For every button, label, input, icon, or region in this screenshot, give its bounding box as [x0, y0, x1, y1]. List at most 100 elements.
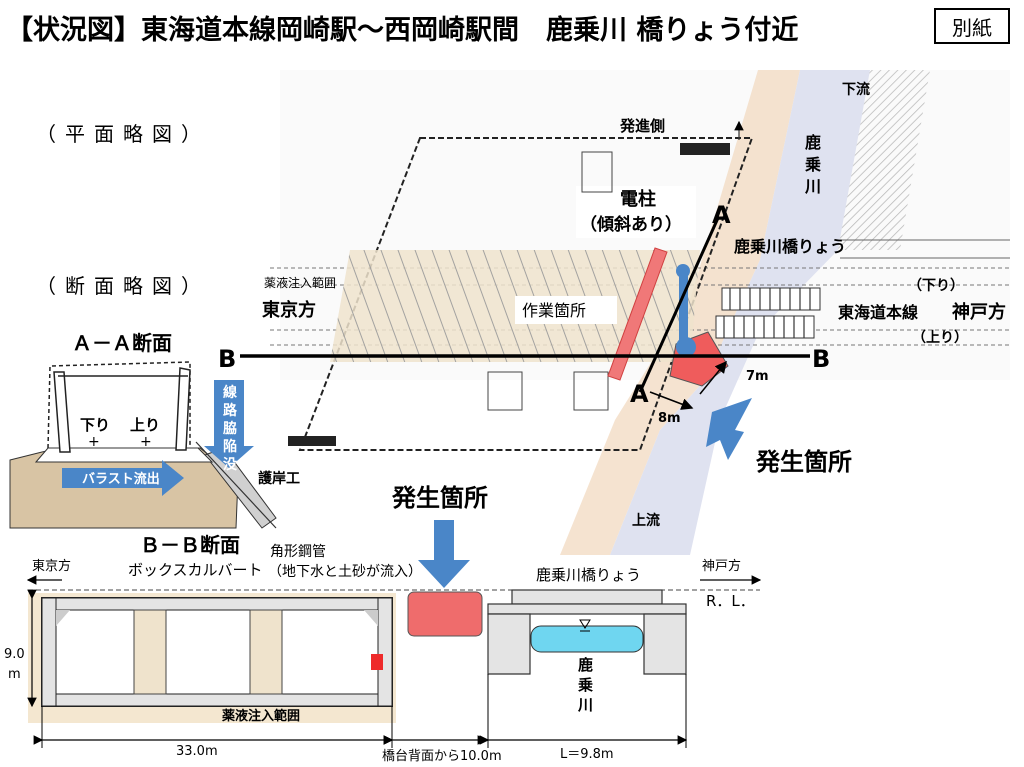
aa-wall-right	[175, 367, 191, 451]
steel-pipe-bottom	[676, 337, 696, 357]
box-culvert-wall-left	[41, 597, 57, 707]
bb-occurrence-label: 発生箇所	[391, 484, 488, 512]
bb-section	[26, 520, 762, 748]
river-char-1: 鹿	[805, 133, 821, 152]
pole-label-bg	[576, 186, 696, 238]
upstream-label: 上流	[632, 512, 660, 529]
ballast-label: バラスト流出	[82, 471, 160, 487]
subsidence-char-1: 線	[223, 384, 237, 401]
river-char-3: 川	[804, 177, 821, 196]
abutment-right	[643, 613, 687, 675]
distance-label: 橋台背面から10.0m	[382, 749, 502, 764]
equipment-frame-3	[573, 371, 609, 411]
subsidence-label: 線 路 脇 陥 没	[223, 384, 242, 473]
occurrence-arrow-plan	[706, 398, 752, 460]
bridge-girder-up	[715, 315, 815, 339]
equipment-block-left	[288, 436, 336, 446]
rl-label: R．L．	[706, 592, 755, 610]
height-unit: m	[8, 667, 21, 682]
section-a-label-top: A	[712, 201, 731, 229]
bridge-girder-ribs	[723, 288, 811, 338]
box-culvert-bottom-slab	[41, 693, 393, 707]
dim-8m-label: 8m	[658, 411, 681, 426]
equipment-block-top	[680, 143, 730, 155]
aa-up-label: 上り	[130, 416, 160, 434]
pole-label-2: （傾斜あり）	[580, 214, 682, 235]
revetment-label: 護岸工	[258, 470, 300, 487]
aa-wall-left	[53, 371, 71, 453]
work-area-label: 作業箇所	[522, 301, 586, 320]
dim-7m-label: 7m	[746, 369, 769, 384]
river-label-plan: 鹿 乗 川	[804, 133, 827, 196]
tilted-pole-marker	[607, 247, 668, 381]
haunch-1	[56, 610, 70, 626]
section-header: （断面略図）	[36, 274, 210, 298]
equipment-frame-2	[487, 371, 523, 411]
bb-river-char-3: 川	[577, 696, 593, 714]
steel-pipe-vertical	[679, 272, 688, 346]
section-b-label-left: B	[218, 345, 236, 373]
up-line-label: （上り）	[912, 330, 968, 346]
aa-slope-line	[195, 441, 277, 529]
pipe-label-2: （地下水と土砂が流入）	[268, 564, 422, 580]
box-culvert-pillar-2	[249, 609, 283, 695]
subsidence-char-5: 没	[223, 457, 238, 473]
river-bank-right	[838, 70, 930, 250]
haunch-2	[364, 610, 378, 626]
section-a-line	[638, 217, 720, 393]
section-b-label-right: B	[812, 345, 830, 373]
bb-steel-pipe-marker	[371, 654, 383, 670]
attachment-badge: 別紙	[934, 8, 1010, 44]
bb-kobe-label: 神戸方	[702, 558, 741, 574]
section-a-label-bottom: A	[630, 380, 649, 408]
bb-occurrence-box	[407, 591, 483, 637]
bb-chemical-range-label: 薬液注入範囲	[221, 708, 300, 724]
river-bank-left	[560, 70, 800, 555]
subsidence-char-3: 脇	[223, 420, 237, 437]
dim-7m-arrow	[699, 360, 727, 395]
aa-labels: Ａ－Ａ断面 下り 上り バラスト流出 線 路 脇 陥 没 護岸工	[72, 331, 300, 487]
bb-river-label: 鹿 乗 川	[577, 656, 598, 714]
plan-tokyo-label: 東京方	[262, 299, 316, 321]
width-label: 33.0m	[176, 744, 218, 759]
pole-label-1: 電柱	[620, 188, 656, 210]
height-value: 9.0	[4, 647, 25, 662]
dim-8m-arrow	[649, 391, 694, 410]
box-culvert-top-slab	[41, 597, 393, 611]
aa-plus-down: +	[88, 434, 100, 450]
plan-chemical-range-label: 薬液注入範囲	[264, 275, 336, 290]
bridge-girder-down	[721, 287, 821, 311]
bb-title: Ｂ－Ｂ断面	[140, 533, 240, 557]
occurrence-label-plan: 発生箇所	[755, 448, 852, 476]
bb-river-char-2: 乗	[578, 676, 593, 694]
river-water	[610, 70, 870, 555]
pipe-label-1: 角形鋼管	[270, 544, 326, 560]
bridge-deck	[511, 589, 663, 605]
water-level-icon	[579, 619, 591, 629]
forward-side-label: 発進側	[619, 117, 665, 135]
down-line-label: （下り）	[908, 278, 964, 294]
ballast-flow-arrow	[62, 460, 184, 496]
height-label: 9.0 m	[4, 647, 29, 682]
aa-title: Ａ－Ａ断面	[72, 331, 172, 355]
box-culvert-wall-right	[377, 597, 393, 707]
river-water-section	[530, 625, 644, 653]
work-zone-boundary	[298, 137, 754, 451]
bb-tokyo-label: 東京方	[32, 558, 71, 574]
bridge-name-label: 鹿乗川橋りょう	[734, 237, 846, 256]
subsidence-arrow	[204, 380, 254, 468]
aa-section: + +	[9, 361, 277, 529]
box-culvert-pillar-1	[133, 609, 167, 695]
equipment-frame-1	[581, 151, 613, 193]
plan-view	[240, 70, 1010, 555]
subsidence-char-2: 路	[223, 402, 238, 419]
page-title: 【状況図】東海道本線岡崎駅～西岡崎駅間 鹿乗川 橋りょう付近	[6, 15, 799, 46]
aa-track-bed	[34, 447, 214, 463]
abutment-left	[487, 613, 531, 675]
work-area-label-bg	[515, 296, 617, 324]
plan-labels: 発進側 電柱 （傾斜あり） 薬液注入範囲 東京方 作業箇所 A A B B 鹿乗…	[218, 81, 1006, 529]
plan-header: （平面略図）	[36, 122, 210, 146]
downstream-label: 下流	[842, 81, 870, 98]
